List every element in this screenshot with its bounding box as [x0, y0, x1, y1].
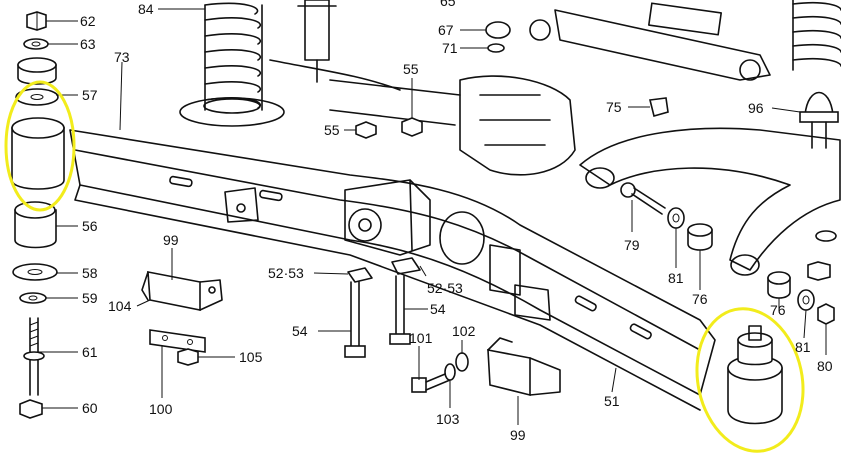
- washer-57: [15, 88, 59, 106]
- label-76-left: 76: [692, 291, 708, 307]
- nut-60: [19, 399, 43, 419]
- label-103: 103: [436, 411, 460, 427]
- washer-81-left: [667, 207, 685, 229]
- label-73: 73: [114, 49, 130, 65]
- nut-105: [177, 348, 199, 366]
- label-54-right: 54: [430, 301, 446, 317]
- rear-subframe: [69, 129, 716, 411]
- washer-67: [485, 21, 511, 39]
- clip-52-53-left: [347, 267, 373, 283]
- mount-bracket-99: [141, 271, 223, 311]
- bolt-101: [411, 371, 451, 393]
- plate-100: [149, 329, 206, 353]
- coil-spring-right: [792, 0, 841, 71]
- nut-80: [817, 303, 835, 325]
- clip-52-53-right: [391, 257, 421, 275]
- label-65: 65: [440, 0, 456, 9]
- label-102: 102: [452, 323, 476, 339]
- bushing-56: [14, 201, 57, 249]
- nut-55-centre: [401, 117, 423, 137]
- bushing-upper: [11, 117, 65, 190]
- leader-lines: [38, 8, 827, 425]
- label-79: 79: [624, 237, 640, 253]
- label-84: 84: [138, 1, 154, 17]
- washer-59: [19, 292, 47, 304]
- bushing-76-left: [687, 223, 713, 251]
- washer-81-right: [797, 289, 815, 311]
- bolt-54-right: [389, 275, 411, 345]
- washer-58: [12, 263, 58, 281]
- label-81-right: 81: [795, 339, 811, 355]
- bushing-76-right: [767, 271, 791, 299]
- nut-55-left: [355, 121, 377, 139]
- bump-stop: [799, 91, 839, 149]
- washer-102: [455, 352, 469, 372]
- label-57: 57: [82, 87, 98, 103]
- callout-labels: 62 63 84 65 67 71 73 57 55 55 75 96 56 5…: [80, 0, 833, 443]
- nut-62: [26, 11, 47, 31]
- label-54-left: 54: [292, 323, 308, 339]
- bushing-cap-57-top: [17, 57, 57, 85]
- label-59: 59: [82, 290, 98, 306]
- bolt-61: [23, 317, 45, 396]
- washer-63: [23, 38, 49, 50]
- rear-bushing-assembly: [727, 325, 783, 425]
- trailing-arm-right: [579, 127, 841, 276]
- mount-bracket-99-right: [487, 337, 561, 397]
- coil-spring-left: [179, 2, 285, 127]
- highlight-left-bushing: [4, 80, 76, 212]
- diff-mount-bracket: [344, 179, 431, 256]
- label-52-53-left: 52·53: [268, 265, 304, 281]
- label-67: 67: [438, 22, 454, 38]
- label-52-53-right: 52·53: [427, 280, 463, 296]
- label-62: 62: [80, 13, 96, 29]
- washer-71: [487, 43, 505, 53]
- label-51: 51: [604, 393, 620, 409]
- bolt-54-left: [344, 281, 366, 358]
- highlight-right-bushing: [695, 307, 805, 453]
- washer-103: [444, 363, 456, 381]
- label-55-centre: 55: [403, 61, 419, 77]
- label-75: 75: [606, 99, 622, 115]
- label-104: 104: [108, 298, 132, 314]
- label-105: 105: [239, 349, 263, 365]
- label-96: 96: [748, 100, 764, 116]
- label-56: 56: [82, 218, 98, 234]
- label-63: 63: [80, 36, 96, 52]
- label-81-left: 81: [668, 270, 684, 286]
- shock-absorber: [297, 0, 337, 83]
- label-99-right: 99: [510, 427, 526, 443]
- label-55-left: 55: [324, 122, 340, 138]
- label-76-right: 76: [770, 302, 786, 318]
- upper-link-arm: [529, 2, 771, 81]
- label-100: 100: [149, 401, 173, 417]
- bolt-79: [620, 182, 666, 215]
- label-71: 71: [442, 40, 458, 56]
- clip-75: [649, 97, 669, 117]
- label-58: 58: [82, 265, 98, 281]
- differential-housing: [269, 59, 576, 176]
- label-60: 60: [82, 400, 98, 416]
- label-101: 101: [409, 330, 433, 346]
- label-61: 61: [82, 344, 98, 360]
- nut-right-edge: [807, 230, 837, 281]
- label-99-left: 99: [163, 232, 179, 248]
- label-80: 80: [817, 358, 833, 374]
